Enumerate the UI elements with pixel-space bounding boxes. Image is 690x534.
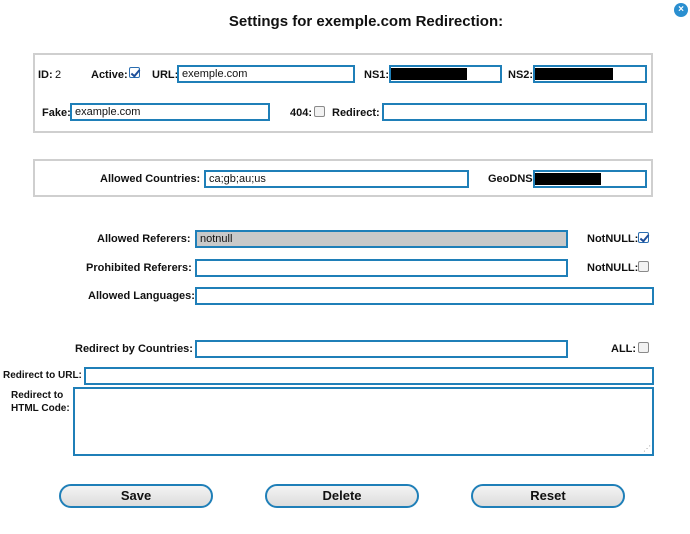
save-button[interactable]: Save [59,484,213,508]
redirect-by-countries-field[interactable] [195,340,568,358]
geodns-field[interactable] [533,170,647,188]
notnull-prohibited-checkbox[interactable] [638,261,649,272]
ns2-label: NS2: [508,69,534,81]
all-checkbox[interactable] [638,342,649,353]
allowed-referers-label: Allowed Referers: [97,233,191,245]
ns1-redaction [391,68,467,80]
notnull-prohibited-label: NotNULL: [587,262,639,274]
redirect-to-url-field[interactable] [84,367,654,385]
id-label: ID: [38,69,53,81]
active-label: Active: [91,69,128,81]
redirect-by-countries-label: Redirect by Countries: [75,343,193,355]
notnull-allowed-label: NotNULL: [587,233,639,245]
geodns-redaction [535,173,601,185]
reset-button[interactable]: Reset [471,484,625,508]
fake-label: Fake: [42,107,71,119]
ns1-field[interactable] [389,65,502,83]
redirect-html-label-line1: Redirect to [11,390,64,401]
redirect-to-url-label: Redirect to URL: [3,370,82,381]
redirect-html-textarea[interactable]: ⋰ [73,387,654,456]
allowed-referers-field[interactable]: notnull [195,230,568,248]
ns2-field[interactable] [533,65,647,83]
allowed-languages-field[interactable] [195,287,654,305]
redirect-label: Redirect: [332,107,380,119]
allowed-languages-label: Allowed Languages: [88,290,195,302]
notnull-allowed-checkbox[interactable] [638,232,649,243]
prohibited-referers-label: Prohibited Referers: [86,262,192,274]
geodns-label: GeoDNS: [488,173,537,185]
ns1-label: NS1: [364,69,390,81]
ns2-redaction [535,68,613,80]
url-field[interactable]: exemple.com [177,65,355,83]
resize-grip-icon[interactable]: ⋰ [643,444,651,453]
e404-checkbox[interactable] [314,106,325,117]
allowed-countries-field[interactable]: ca;gb;au;us [204,170,469,188]
active-checkbox[interactable] [129,67,140,78]
redirect-html-label-line2: HTML Code: [11,403,70,414]
redirect-field[interactable] [382,103,647,121]
fake-field[interactable]: example.com [70,103,270,121]
delete-button[interactable]: Delete [265,484,419,508]
e404-label: 404: [290,107,313,119]
all-label: ALL: [611,343,637,355]
prohibited-referers-field[interactable] [195,259,568,277]
allowed-countries-label: Allowed Countries: [100,173,201,185]
id-value: 2 [55,69,62,81]
close-icon[interactable]: × [674,3,688,17]
dialog-title: Settings for exemple.com Redirection: [228,13,504,30]
url-label: URL: [152,69,179,81]
